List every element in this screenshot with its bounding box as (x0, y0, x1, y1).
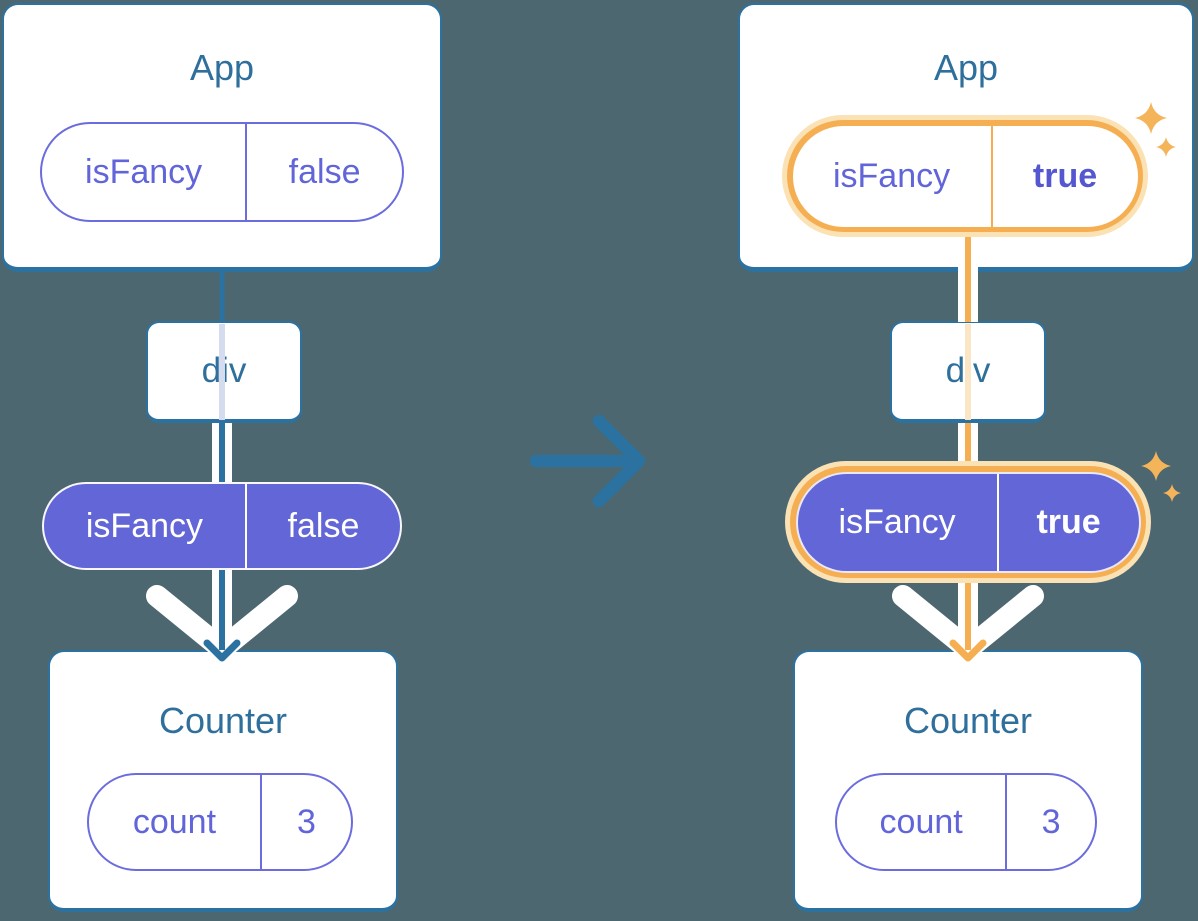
pill-key: isFancy (42, 124, 248, 220)
after-div-label: div (945, 351, 991, 390)
after-app-state-pill-highlight: isFancy true (782, 115, 1148, 237)
after-prop-pill: isFancy true (795, 471, 1141, 573)
before-div-node: div (146, 321, 302, 423)
before-app-title: App (189, 47, 255, 88)
pill-value: 3 (296, 802, 316, 841)
after-app-state-pill: isFancy true (792, 125, 1138, 227)
before-big-chevron (146, 585, 298, 660)
before-prop-pill: isFancy false (42, 482, 402, 570)
sparkle-icon (1141, 451, 1171, 481)
after-div-node: div (890, 321, 1046, 423)
pill-key: isFancy (793, 125, 993, 227)
sparkle-icon (1163, 484, 1181, 502)
after-prop-pill-highlight: isFancy true (785, 461, 1151, 583)
pill-value: true (1036, 502, 1101, 541)
pill-value: true (1032, 156, 1098, 195)
after-counter-title: Counter (903, 700, 1033, 741)
before-counter-title: Counter (158, 700, 288, 741)
pill-key: count (89, 775, 262, 869)
before-div-label: div (201, 351, 247, 390)
pill-value: false (287, 506, 360, 545)
highlight-ring: isFancy true (790, 466, 1146, 578)
before-app-state-pill: isFancy false (40, 122, 404, 222)
highlight-ring: isFancy true (787, 120, 1143, 232)
after-big-chevron (892, 585, 1044, 660)
transition-arrow-icon (529, 414, 646, 508)
pill-value: false (288, 152, 361, 191)
before-counter-state-pill: count 3 (87, 773, 353, 871)
after-counter-state-pill: count 3 (835, 773, 1097, 871)
transition-arrow-head (592, 414, 646, 508)
pill-value: 3 (1041, 802, 1061, 841)
pill-key: count (837, 775, 1008, 869)
after-app-title: App (933, 47, 999, 88)
after-connectors (892, 231, 1044, 662)
pill-key: isFancy (44, 484, 247, 568)
pill-key: isFancy (798, 473, 999, 571)
